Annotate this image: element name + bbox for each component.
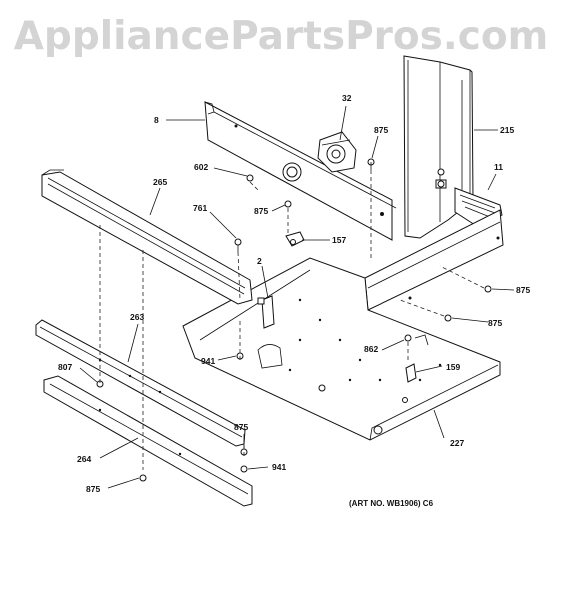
- screw-602[interactable]: [246, 174, 254, 182]
- callout-875-d[interactable]: 875: [488, 318, 502, 328]
- callout-2[interactable]: 2: [257, 256, 262, 266]
- part-157-switch[interactable]: [285, 231, 305, 247]
- callout-215[interactable]: 215: [500, 125, 514, 135]
- callout-227[interactable]: 227: [450, 438, 464, 448]
- callout-159[interactable]: 159: [446, 362, 460, 372]
- screw-875-right-b[interactable]: [444, 314, 452, 322]
- callout-875-f[interactable]: 875: [86, 484, 100, 494]
- callout-8[interactable]: 8: [154, 115, 159, 125]
- callout-875-a[interactable]: 875: [374, 125, 388, 135]
- screw-941-lower[interactable]: [240, 465, 248, 473]
- screw-875-bottom[interactable]: [139, 474, 147, 482]
- callout-263[interactable]: 263: [130, 312, 144, 322]
- part-32-fan-motor[interactable]: [317, 131, 357, 173]
- leader-lines: [79, 105, 515, 489]
- part-2-sensor[interactable]: [257, 295, 275, 329]
- screw-875-top[interactable]: [367, 158, 375, 170]
- watermark-logo: AppliancePartsPros.com: [13, 14, 549, 59]
- callout-761[interactable]: 761: [193, 203, 207, 213]
- callout-602[interactable]: 602: [194, 162, 208, 172]
- callout-32[interactable]: 32: [342, 93, 352, 103]
- part-8-rear-panel[interactable]: [204, 101, 397, 241]
- callout-labels: 8 32 875 215 602 11 265 761 875 157 2 87…: [58, 93, 530, 494]
- screw-875-right-a[interactable]: [484, 285, 492, 293]
- callout-157[interactable]: 157: [332, 235, 346, 245]
- screw-761[interactable]: [234, 238, 242, 252]
- callout-875-e[interactable]: 875: [234, 422, 248, 432]
- alignment-lines: [99, 170, 485, 470]
- callout-265[interactable]: 265: [153, 177, 167, 187]
- callout-875-c[interactable]: 875: [516, 285, 530, 295]
- callout-807[interactable]: 807: [58, 362, 72, 372]
- callout-11[interactable]: 11: [494, 162, 503, 172]
- callout-264[interactable]: 264: [77, 454, 91, 464]
- part-265-front-rail[interactable]: [41, 169, 253, 305]
- screw-875-mid[interactable]: [284, 200, 292, 208]
- screw-862[interactable]: [404, 334, 412, 342]
- callout-941-a[interactable]: 941: [201, 356, 215, 366]
- part-264-lower-strip[interactable]: [43, 375, 253, 507]
- art-number-caption: (ART NO. WB1906) C6: [349, 499, 434, 508]
- callout-875-b[interactable]: 875: [254, 206, 268, 216]
- callout-941-b[interactable]: 941: [272, 462, 286, 472]
- part-159-clip[interactable]: [405, 363, 417, 383]
- callout-862[interactable]: 862: [364, 344, 378, 354]
